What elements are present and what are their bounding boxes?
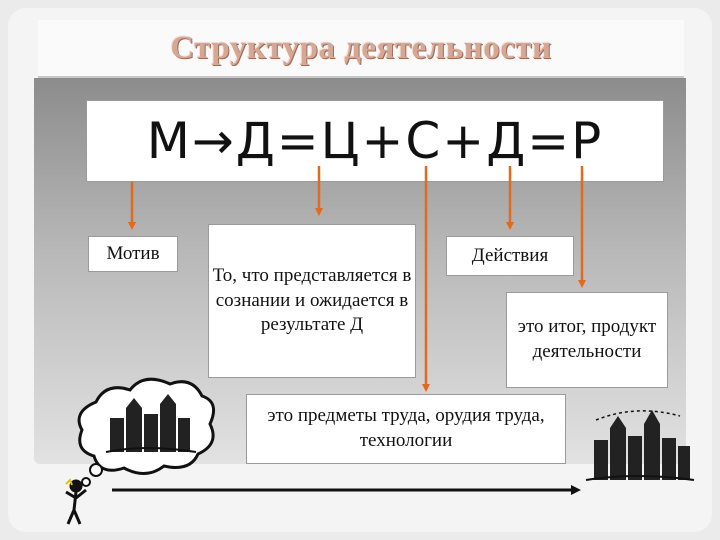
title-bar: Структура деятельности	[38, 20, 684, 78]
result-box: это итог, продукт деятельности	[506, 292, 668, 388]
goal-label: То, что представляется в сознании и ожид…	[212, 264, 412, 336]
means-box: это предметы труда, орудия труда, технол…	[246, 394, 566, 464]
formula-text: М→Д=Ц+С+Д=Р	[146, 112, 604, 170]
thought-cloud-city-icon	[77, 377, 216, 487]
motive-label: Мотив	[106, 242, 160, 264]
slide-title: Структура деятельности	[170, 29, 552, 66]
goal-box: То, что представляется в сознании и ожид…	[208, 224, 416, 378]
city-icon	[585, 410, 695, 481]
actions-label: Действия	[471, 244, 549, 266]
result-label: это итог, продукт деятельности	[517, 316, 657, 362]
formula-box: М→Д=Ц+С+Д=Р	[86, 100, 664, 182]
means-label: это предметы труда, орудия труда, технол…	[267, 405, 545, 451]
motive-box: Мотив	[88, 236, 178, 272]
stick-figure-icon	[65, 478, 87, 525]
actions-box: Действия	[446, 236, 574, 276]
